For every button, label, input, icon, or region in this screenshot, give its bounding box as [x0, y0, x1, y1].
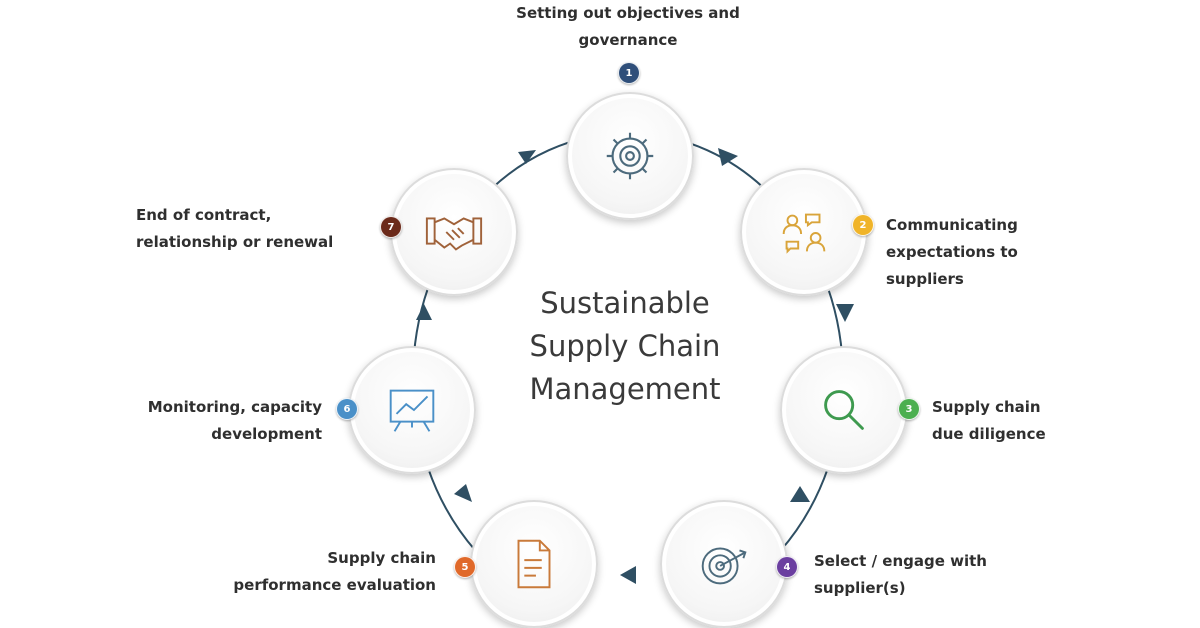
handshake-icon	[425, 217, 483, 251]
gear-icon	[606, 132, 654, 180]
step-5-circle	[470, 500, 598, 628]
step-1-circle	[566, 92, 694, 220]
step-6-label: Monitoring, capacity development	[147, 398, 322, 443]
step-7-circle	[390, 168, 518, 296]
arrow-7-1	[518, 150, 536, 164]
step-6-badge: 6	[336, 398, 358, 420]
step-4-badge: 4	[776, 556, 798, 578]
target-icon	[701, 547, 747, 585]
step-4-label: Select / engage with supplier(s)	[814, 552, 987, 597]
document-icon	[517, 539, 551, 589]
arrow-1-2	[718, 148, 738, 166]
step-1-label: Setting out objectives and governance	[516, 4, 740, 49]
magnifier-icon	[824, 390, 864, 430]
arrow-6-7	[416, 304, 432, 320]
step-3-badge: 3	[898, 398, 920, 420]
cycle-diagram: 1 Setting out objectives and governance …	[136, 4, 1046, 628]
step-5-label: Supply chain performance evaluation	[233, 549, 436, 594]
center-title: Sustainable Supply Chain Management	[529, 286, 721, 406]
step-5-badge: 5	[454, 556, 476, 578]
arrow-2-3	[836, 304, 854, 322]
step-1-badge: 1	[618, 62, 640, 84]
step-3-label: Supply chain due diligence	[932, 398, 1046, 443]
step-2-badge: 2	[852, 214, 874, 236]
step-4-circle	[660, 500, 788, 628]
step-6-circle	[348, 346, 476, 474]
people-communication-icon	[782, 213, 826, 254]
step-7-badge: 7	[380, 216, 402, 238]
ring-arrows	[416, 148, 854, 584]
arrow-5-6	[454, 484, 472, 502]
step-7-label: End of contract, relationship or renewal	[136, 206, 334, 251]
arrow-4-5	[620, 566, 636, 584]
step-3-circle	[780, 346, 908, 474]
arrow-3-4	[790, 486, 810, 502]
chart-board-icon	[389, 389, 435, 432]
step-2-label: Communicating expectations to suppliers	[886, 216, 1018, 288]
step-2-circle	[740, 168, 868, 296]
